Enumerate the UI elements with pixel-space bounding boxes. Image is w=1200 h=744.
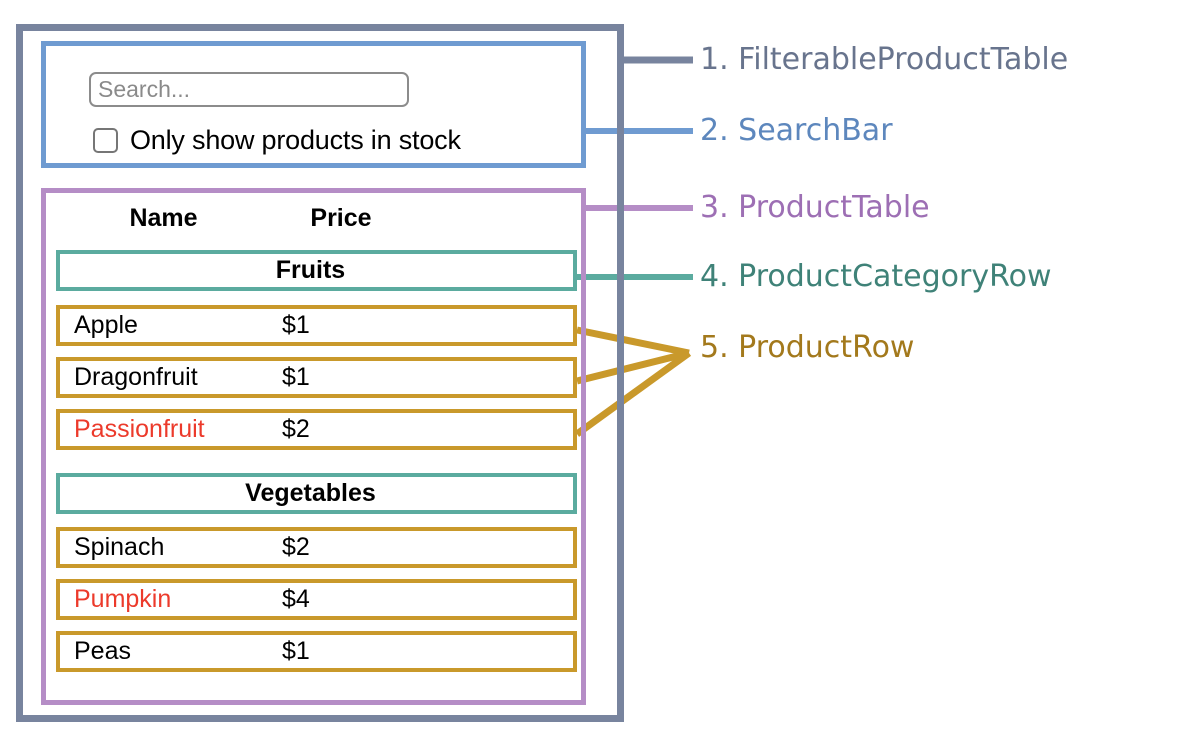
product-category-label: Fruits: [275, 256, 346, 284]
filterable-product-table-frame: [16, 24, 624, 722]
product-category-row: Vegetables: [56, 473, 577, 514]
column-header-price: Price: [310, 203, 372, 232]
in-stock-filter-row[interactable]: Only show products in stock: [93, 127, 461, 154]
product-price: $2: [282, 533, 310, 561]
only-in-stock-label: Only show products in stock: [130, 125, 461, 155]
legend-label-search-bar: 2. SearchBar: [700, 113, 893, 148]
product-price: $1: [282, 637, 310, 665]
legend-label-product-row: 5. ProductRow: [700, 330, 915, 365]
product-name: Pumpkin: [74, 585, 172, 613]
product-row: Passionfruit $2: [56, 409, 577, 450]
product-price: $1: [282, 311, 310, 339]
product-category-row: Fruits: [56, 250, 577, 291]
product-name: Apple: [74, 311, 138, 339]
product-name: Dragonfruit: [74, 363, 198, 391]
product-row: Pumpkin $4: [56, 579, 577, 620]
product-name: Peas: [74, 637, 131, 665]
product-table-frame: [41, 188, 586, 705]
product-category-label: Vegetables: [245, 479, 376, 507]
product-row: Apple $1: [56, 305, 577, 346]
product-price: $2: [282, 415, 310, 443]
product-price: $1: [282, 363, 310, 391]
legend-label-product-category-row: 4. ProductCategoryRow: [700, 259, 1052, 294]
product-table-header: Name Price: [56, 199, 571, 237]
legend-label-product-table: 3. ProductTable: [700, 190, 930, 225]
column-header-name: Name: [129, 203, 198, 232]
product-row: Peas $1: [56, 631, 577, 672]
legend-label-filterable-product-table: 1. FilterableProductTable: [700, 42, 1069, 77]
search-bar-frame: [41, 41, 586, 168]
search-input[interactable]: [89, 72, 409, 107]
product-name: Passionfruit: [74, 415, 205, 443]
product-name: Spinach: [74, 533, 165, 561]
product-row: Spinach $2: [56, 527, 577, 568]
product-price: $4: [282, 585, 310, 613]
product-row: Dragonfruit $1: [56, 357, 577, 398]
only-in-stock-checkbox[interactable]: [93, 128, 118, 153]
